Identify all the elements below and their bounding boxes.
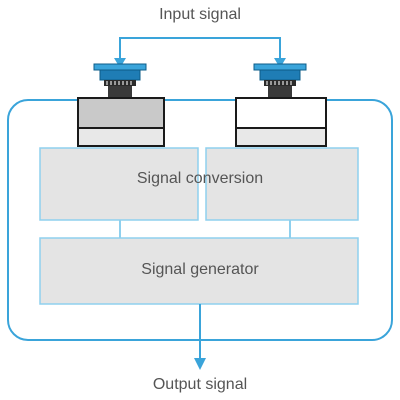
output-arrow: [194, 358, 206, 370]
right-pushbutton-icon: [235, 63, 327, 147]
left-pushbutton-icon: [77, 63, 165, 147]
input-signal-label: Input signal: [159, 6, 241, 23]
signal-conversion-box-left: [39, 147, 199, 221]
input-connector: [114, 37, 286, 68]
signal-generator-label: Signal generator: [141, 261, 259, 278]
signal-generator-box: [39, 237, 359, 305]
input-arrow-left: [114, 58, 126, 68]
output-signal-label: Output signal: [152, 376, 248, 393]
signal-conversion-box-right: [205, 147, 359, 221]
signal-conversion-label: Signal conversion: [136, 170, 264, 187]
output-connector: [194, 304, 206, 370]
input-arrow-right: [274, 58, 286, 68]
